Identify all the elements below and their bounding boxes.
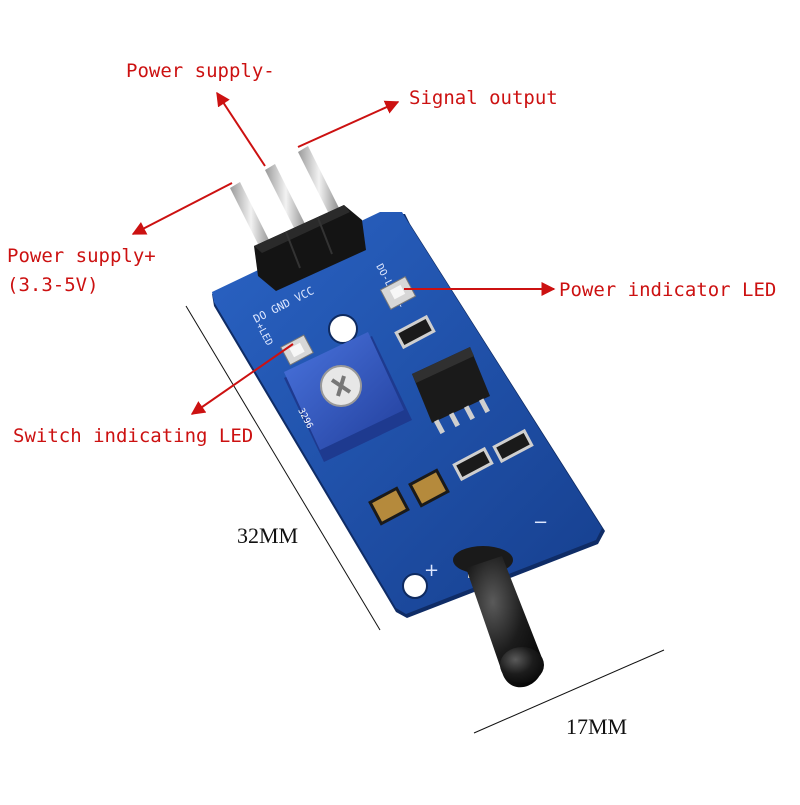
potentiometer: 3296 — [284, 332, 412, 462]
mounting-hole-bottom — [402, 573, 428, 599]
callout-switch-indicating-led: Switch indicating LED — [13, 425, 254, 447]
flame-sensor-bulb — [453, 546, 544, 688]
dimension-lines — [185, 305, 665, 734]
callout-power-supply-plus: Power supply+ — [7, 245, 156, 267]
switch-led — [280, 334, 314, 366]
arrow-signal-output — [297, 100, 400, 148]
silkscreen-plus: + — [424, 560, 439, 581]
smd-components-bottom — [368, 428, 534, 526]
comparator-chip — [412, 347, 490, 435]
power-led — [379, 276, 417, 310]
callout-power-indicator-led: Power indicator LED — [559, 279, 777, 301]
silkscreen-minus: − — [533, 512, 548, 533]
callout-signal-output: Signal output — [409, 87, 558, 109]
header-pins — [230, 146, 366, 291]
callout-power-supply-minus: Power supply- — [126, 60, 275, 82]
arrow-switch-indicating-led — [190, 343, 294, 415]
dimension-length: 32MM — [237, 523, 299, 548]
dimension-width: 17MM — [566, 714, 628, 739]
mounting-hole-top — [328, 314, 358, 344]
arrow-power-supply-plus — [131, 182, 233, 235]
smd-resistor-1 — [394, 314, 436, 350]
callout-power-supply-plus-range: (3.3-5V) — [7, 274, 99, 296]
callout-arrows — [131, 91, 556, 415]
arrow-power-supply-minus — [216, 91, 266, 167]
